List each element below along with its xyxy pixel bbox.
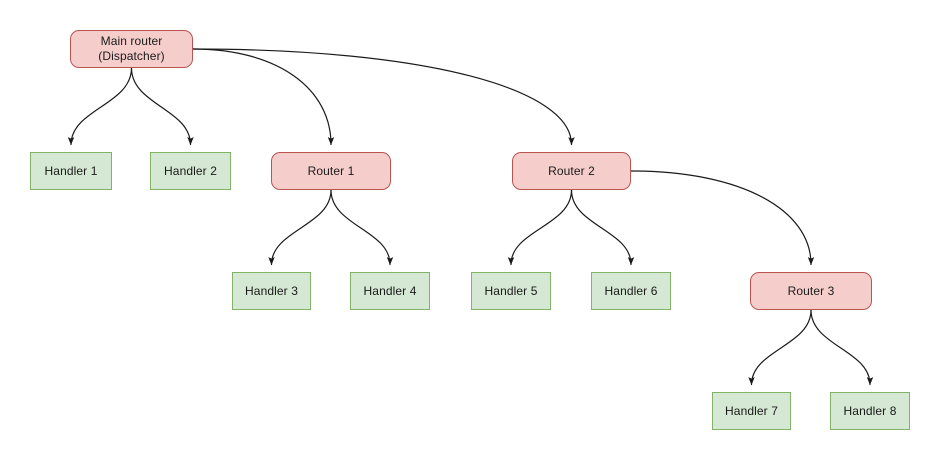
node-label: Handler 3 — [245, 283, 298, 298]
edge-main-to-handler2 — [130, 67, 194, 146]
edge-router2-to-router3 — [630, 170, 815, 266]
node-handler8[interactable]: Handler 8 — [830, 392, 910, 430]
node-label: Handler 7 — [725, 403, 778, 418]
node-handler6[interactable]: Handler 6 — [591, 272, 671, 310]
node-router3[interactable]: Router 3 — [750, 272, 872, 310]
node-label: Handler 2 — [164, 163, 217, 178]
node-label: Handler 5 — [484, 283, 538, 298]
node-label: Handler 1 — [44, 163, 98, 178]
node-handler7[interactable]: Handler 7 — [712, 392, 791, 430]
node-router2[interactable]: Router 2 — [512, 152, 631, 190]
node-label: Handler 8 — [843, 403, 897, 418]
node-label: Router 2 — [548, 163, 595, 178]
node-main[interactable]: Main router (Dispatcher) — [70, 30, 193, 68]
node-label: Router 3 — [787, 283, 835, 298]
edge-main-to-router1 — [192, 48, 335, 146]
edge-router1-to-handler3 — [268, 189, 332, 266]
node-router1[interactable]: Router 1 — [271, 152, 391, 190]
edge-router3-to-handler7 — [748, 309, 812, 386]
edge-router3-to-handler8 — [810, 309, 874, 386]
node-label: Main router (Dispatcher) — [98, 34, 165, 63]
edge-main-to-handler1 — [67, 67, 133, 146]
node-label: Handler 6 — [604, 283, 658, 298]
edge-router2-to-handler6 — [570, 189, 635, 266]
node-handler2[interactable]: Handler 2 — [150, 152, 231, 190]
node-handler1[interactable]: Handler 1 — [30, 152, 112, 190]
node-handler5[interactable]: Handler 5 — [471, 272, 551, 310]
edge-path-group — [67, 48, 874, 386]
edge-router1-to-handler4 — [330, 189, 394, 266]
edge-main-to-router2 — [192, 48, 575, 146]
node-handler4[interactable]: Handler 4 — [350, 272, 430, 310]
edge-router2-to-handler5 — [507, 189, 573, 266]
node-label: Handler 4 — [363, 283, 417, 298]
node-handler3[interactable]: Handler 3 — [232, 272, 311, 310]
node-label: Router 1 — [307, 163, 355, 178]
